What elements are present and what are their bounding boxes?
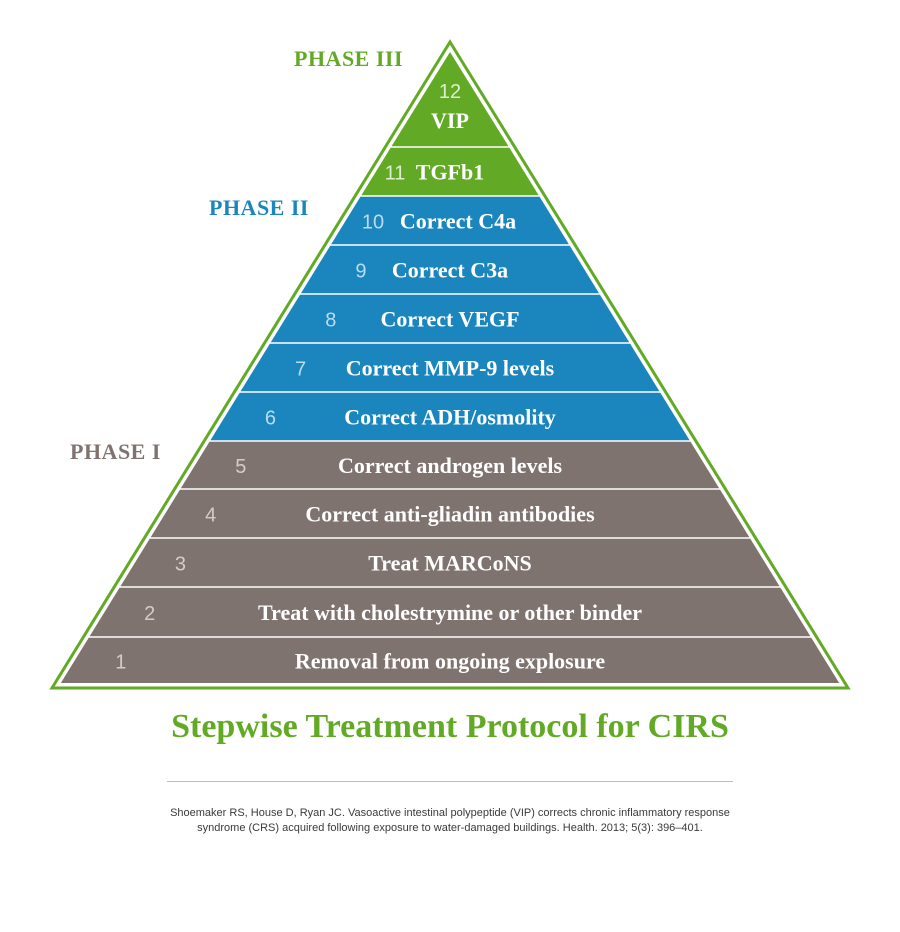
page-title: Stepwise Treatment Protocol for CIRS (171, 708, 729, 745)
treatment-pyramid: 1 Removal from ongoing explosure 2 Treat wi… (49, 39, 851, 690)
step-number-3: 3 (175, 554, 186, 576)
step-number-1: 1 (115, 651, 126, 673)
step-label-7: Correct MMP-9 levels (346, 356, 555, 381)
step-number-2: 2 (144, 603, 155, 625)
step-label-6: Correct ADH/osmolity (344, 405, 556, 430)
phase-ii-label: PHASE II (209, 195, 309, 220)
step-label-8: Correct VEGF (380, 307, 519, 332)
tier-step-7 (240, 343, 660, 392)
phase-i-label: PHASE I (70, 439, 161, 464)
tier-step-1 (60, 637, 840, 683)
step-number-12: 12 (439, 81, 461, 103)
step-label-12: VIP (431, 108, 469, 133)
tier-step-2 (89, 587, 811, 637)
step-number-6: 6 (265, 408, 276, 430)
citation: Shoemaker RS, House D, Ryan JC. Vasoacti… (100, 806, 800, 836)
step-label-9: Correct C3a (392, 258, 508, 283)
step-number-7: 7 (295, 359, 306, 381)
step-number-5: 5 (235, 456, 246, 478)
step-label-1: Removal from ongoing explosure (295, 648, 605, 673)
pyramid-outline (49, 39, 851, 690)
divider (167, 781, 733, 782)
pyramid-tiers: 1 Removal from ongoing explosure 2 Treat wi… (60, 52, 840, 683)
step-label-4: Correct anti-gliadin antibodies (305, 502, 595, 527)
step-number-4: 4 (205, 505, 216, 527)
step-number-10: 10 (362, 212, 384, 234)
tier-step-10 (331, 196, 569, 245)
tier-step-3 (120, 538, 780, 587)
tier-step-11 (361, 147, 539, 196)
citation-line-2: syndrome (CRS) acquired following exposu… (197, 822, 703, 834)
citation-line-1: Shoemaker RS, House D, Ryan JC. Vasoacti… (170, 807, 730, 819)
step-label-11: TGFb1 (416, 160, 484, 185)
step-label-2: Treat with cholestrymine or other binder (258, 600, 642, 625)
phase-iii-label: PHASE III (294, 46, 404, 71)
tier-step-12 (391, 52, 509, 147)
tier-step-6 (210, 392, 690, 441)
step-number-9: 9 (355, 261, 366, 283)
step-label-5: Correct androgen levels (338, 453, 562, 478)
tier-step-4 (150, 489, 750, 538)
tier-step-9 (300, 245, 600, 294)
step-number-8: 8 (325, 310, 336, 332)
step-label-3: Treat MARCoNS (368, 551, 532, 576)
step-number-11: 11 (385, 163, 406, 185)
tier-step-5 (180, 441, 720, 489)
tier-step-8 (270, 294, 630, 343)
step-label-10: Correct C4a (400, 209, 516, 234)
